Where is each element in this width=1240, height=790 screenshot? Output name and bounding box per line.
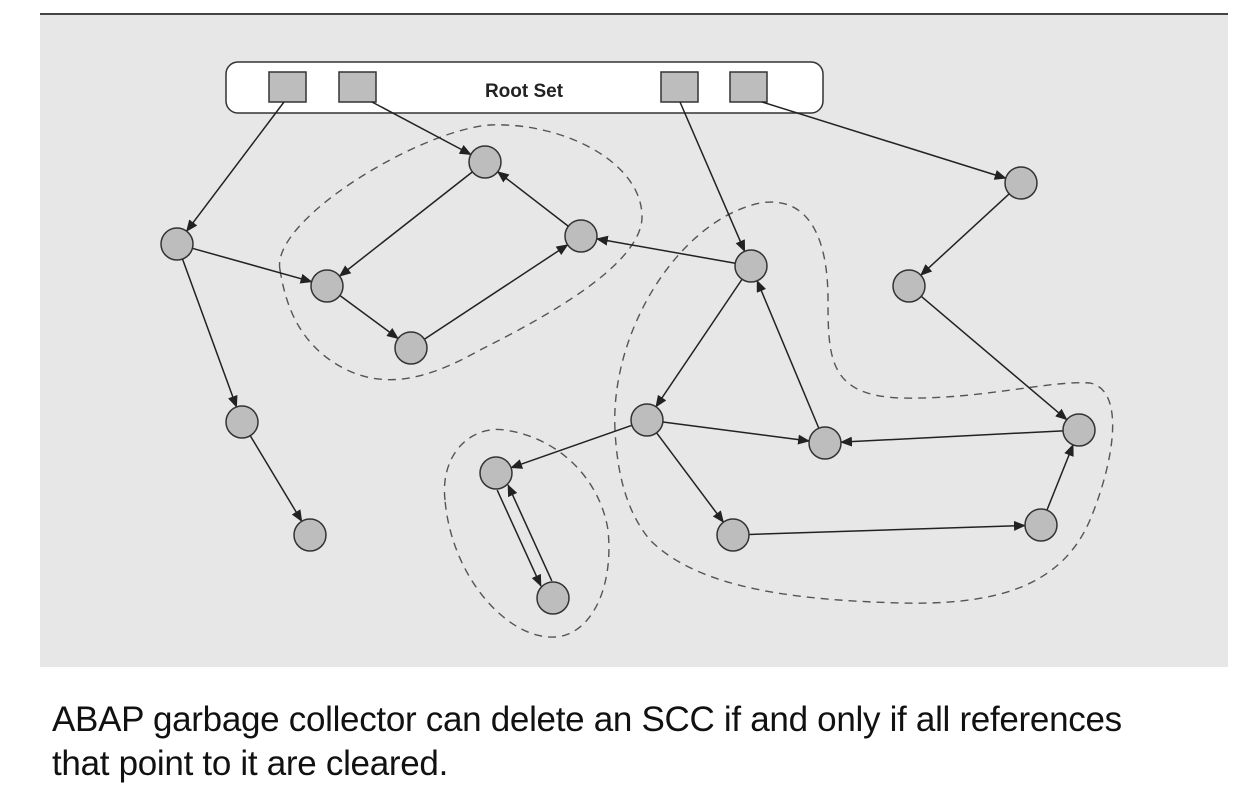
- nodes: [160, 145, 1096, 615]
- edge-r3-to-f: [679, 101, 746, 253]
- edge-b-to-e: [339, 294, 399, 340]
- object-node-d: [564, 219, 598, 253]
- edge-k-to-j: [839, 430, 1064, 447]
- scc-boundary-3: [614, 201, 1114, 604]
- edge-f-to-d: [595, 235, 736, 264]
- edges: [181, 101, 1074, 587]
- object-node-c: [468, 145, 502, 179]
- edge-e-to-d: [423, 244, 569, 340]
- object-node-b: [310, 269, 344, 303]
- object-node-m: [536, 581, 570, 615]
- edge-i-to-j: [662, 421, 811, 445]
- object-node-i: [630, 403, 664, 437]
- scc-boundary-1: [279, 124, 643, 381]
- object-node-q: [293, 518, 327, 552]
- caption-line-1: ABAP garbage collector can delete an SCC…: [52, 700, 1122, 739]
- root-slot-3: [660, 71, 699, 103]
- object-node-e: [394, 331, 428, 365]
- edge-g-to-h: [920, 193, 1010, 276]
- object-node-k: [1062, 413, 1096, 447]
- edge-a-to-p: [181, 258, 238, 408]
- edge-c-to-b: [338, 171, 473, 277]
- edge-l-to-m: [496, 489, 542, 587]
- edge-r1-to-a: [186, 101, 285, 233]
- scc-boundary-2: [443, 428, 610, 638]
- object-node-p: [225, 405, 259, 439]
- edge-f-to-i: [655, 278, 743, 408]
- object-node-f: [734, 249, 768, 283]
- object-node-l: [479, 456, 513, 490]
- object-node-o: [1024, 508, 1058, 542]
- top-rule: [40, 13, 1228, 15]
- object-node-n: [716, 518, 750, 552]
- object-node-a: [160, 227, 194, 261]
- root-slot-2: [338, 71, 377, 103]
- edge-p-to-q: [249, 435, 303, 523]
- edge-i-to-n: [655, 432, 725, 523]
- root-slot-1: [268, 71, 307, 103]
- edge-o-to-k: [1046, 443, 1074, 511]
- edge-r4-to-g: [761, 101, 1007, 180]
- object-node-h: [892, 269, 926, 303]
- figure-panel: [40, 15, 1228, 667]
- caption: ABAP garbage collector can delete an SCC…: [52, 698, 1232, 786]
- edge-a-to-b: [192, 247, 313, 284]
- edge-n-to-o: [748, 520, 1027, 536]
- caption-line-2: that point to it are cleared.: [52, 744, 448, 783]
- edge-r2-to-c: [371, 101, 472, 156]
- edge-m-to-l: [507, 484, 553, 582]
- root-slot-4: [729, 71, 768, 103]
- edge-d-to-c: [496, 171, 569, 227]
- edge-i-to-l: [510, 424, 633, 469]
- edge-h-to-k: [920, 295, 1068, 421]
- edge-j-to-f: [756, 279, 820, 429]
- object-node-j: [808, 426, 842, 460]
- object-node-g: [1004, 166, 1038, 200]
- root-set-label: Root Set: [485, 81, 564, 102]
